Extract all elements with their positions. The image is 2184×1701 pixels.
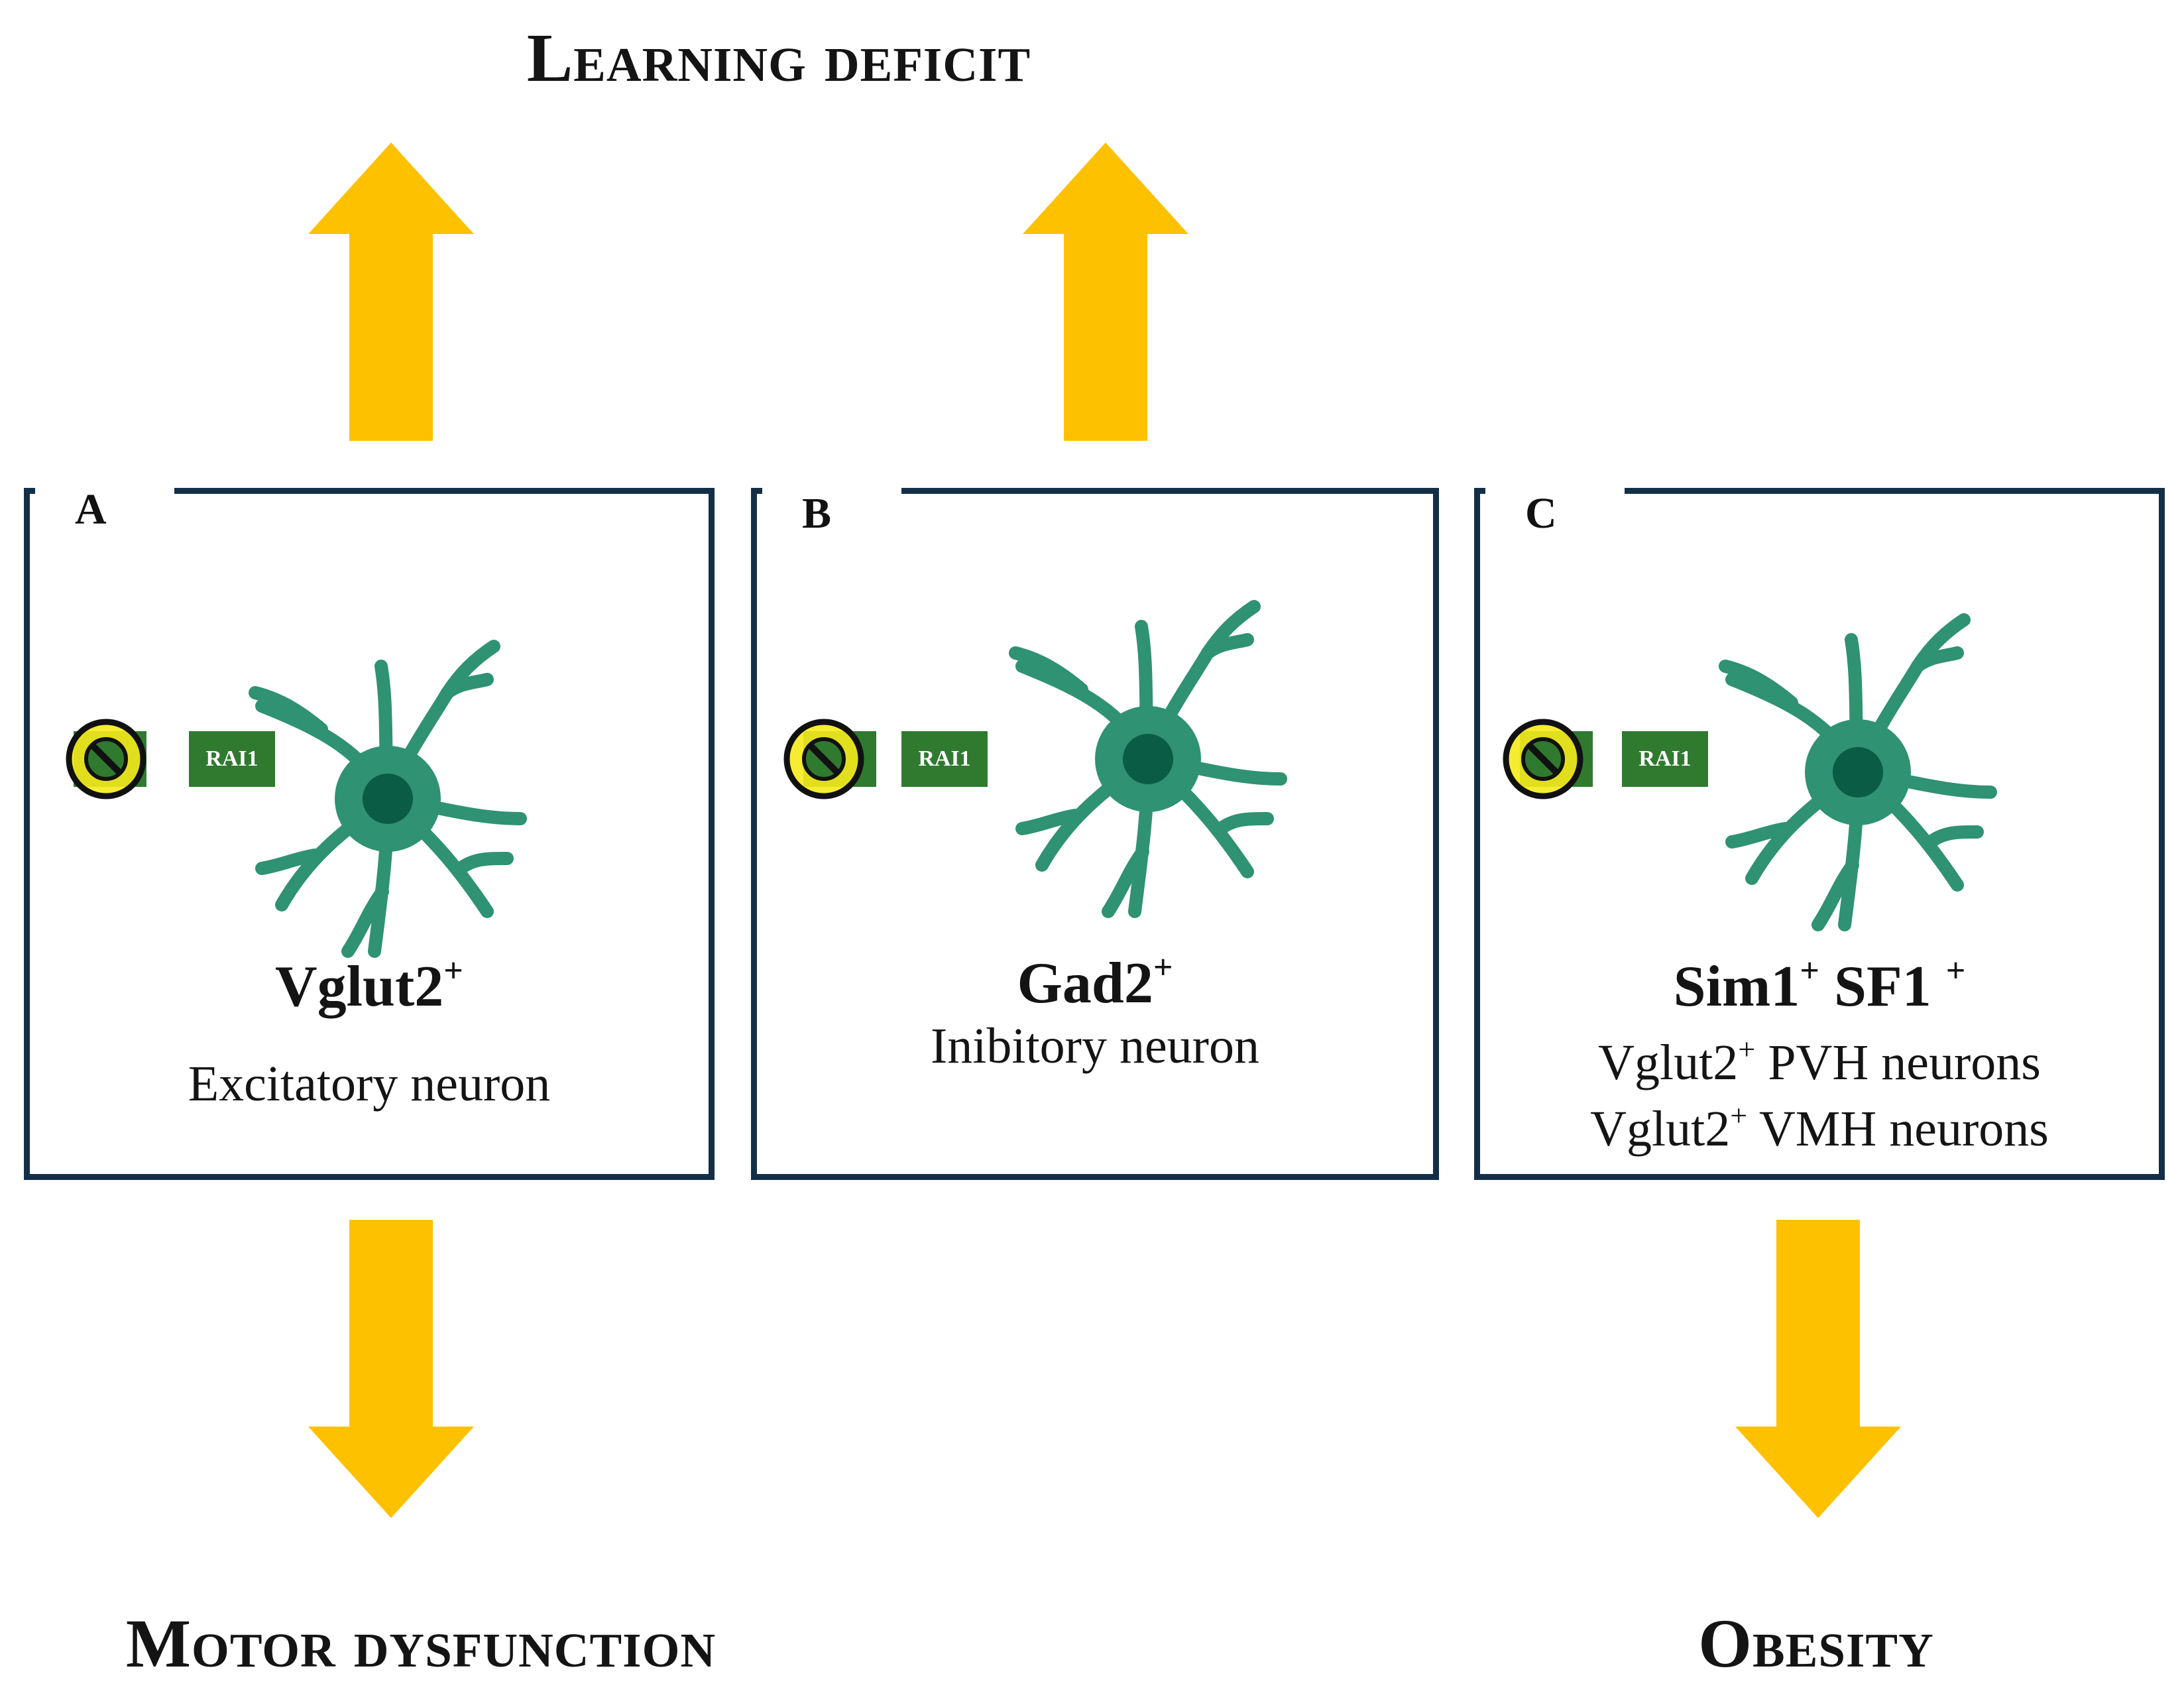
- panel-c-letter: C: [1525, 489, 1557, 538]
- blocked-icon: [66, 719, 146, 799]
- panel-b-letter-box: B: [762, 485, 901, 557]
- rai1-gene-box: RAI1: [901, 731, 988, 787]
- blocked-icon: [1503, 719, 1583, 799]
- learning-deficit-heading: Learning deficit: [526, 20, 1031, 96]
- neuron-icon: [249, 640, 527, 958]
- arrow-down-c: [1735, 1220, 1901, 1518]
- motor-dysfunction-heading: Motor dysfunction: [125, 1606, 717, 1682]
- cell-title-gad2: Gad2+: [1017, 949, 1173, 1016]
- arrow-down-a: [308, 1220, 474, 1518]
- neuron-icon: [1719, 613, 1997, 931]
- panel-b-letter: B: [802, 489, 832, 538]
- arrow-up-b: [1023, 143, 1188, 441]
- obesity-heading: Obesity: [1698, 1606, 1934, 1682]
- panel-a-letter-box: A: [35, 485, 174, 557]
- panel-b: B RAI1: [751, 485, 1439, 1180]
- blocked-icon: [783, 719, 864, 799]
- arrow-down-c-shape: [1735, 1220, 1901, 1518]
- cell-desc-excitatory: Excitatory neuron: [188, 1056, 551, 1112]
- neuron-icon: [1009, 600, 1287, 918]
- arrow-up-b-shape: [1023, 143, 1188, 441]
- rai1-gene-box: RAI1: [1622, 731, 1708, 787]
- panel-c-letter-box: C: [1485, 485, 1625, 557]
- cell-title-vglut2: Vglut2+: [275, 952, 463, 1019]
- rai1-gene-box: RAI1: [189, 731, 275, 787]
- panel-a-letter: A: [75, 485, 107, 534]
- arrow-down-a-shape: [308, 1220, 474, 1518]
- cell-title-sim1-sf1: Sim1+ SF1 +: [1673, 952, 1966, 1019]
- cell-desc-pvh: Vglut2+ PVH neurons: [1598, 1032, 2041, 1090]
- arrow-up-a: [308, 143, 474, 441]
- cell-desc-inhibitory: Inibitory neuron: [930, 1018, 1259, 1074]
- cell-desc-vmh: Vglut2+ VMH neurons: [1590, 1098, 2049, 1157]
- panel-a: A RAI1: [24, 485, 715, 1180]
- arrow-up-a-shape: [308, 143, 474, 441]
- panel-c: C RAI1: [1474, 485, 2165, 1180]
